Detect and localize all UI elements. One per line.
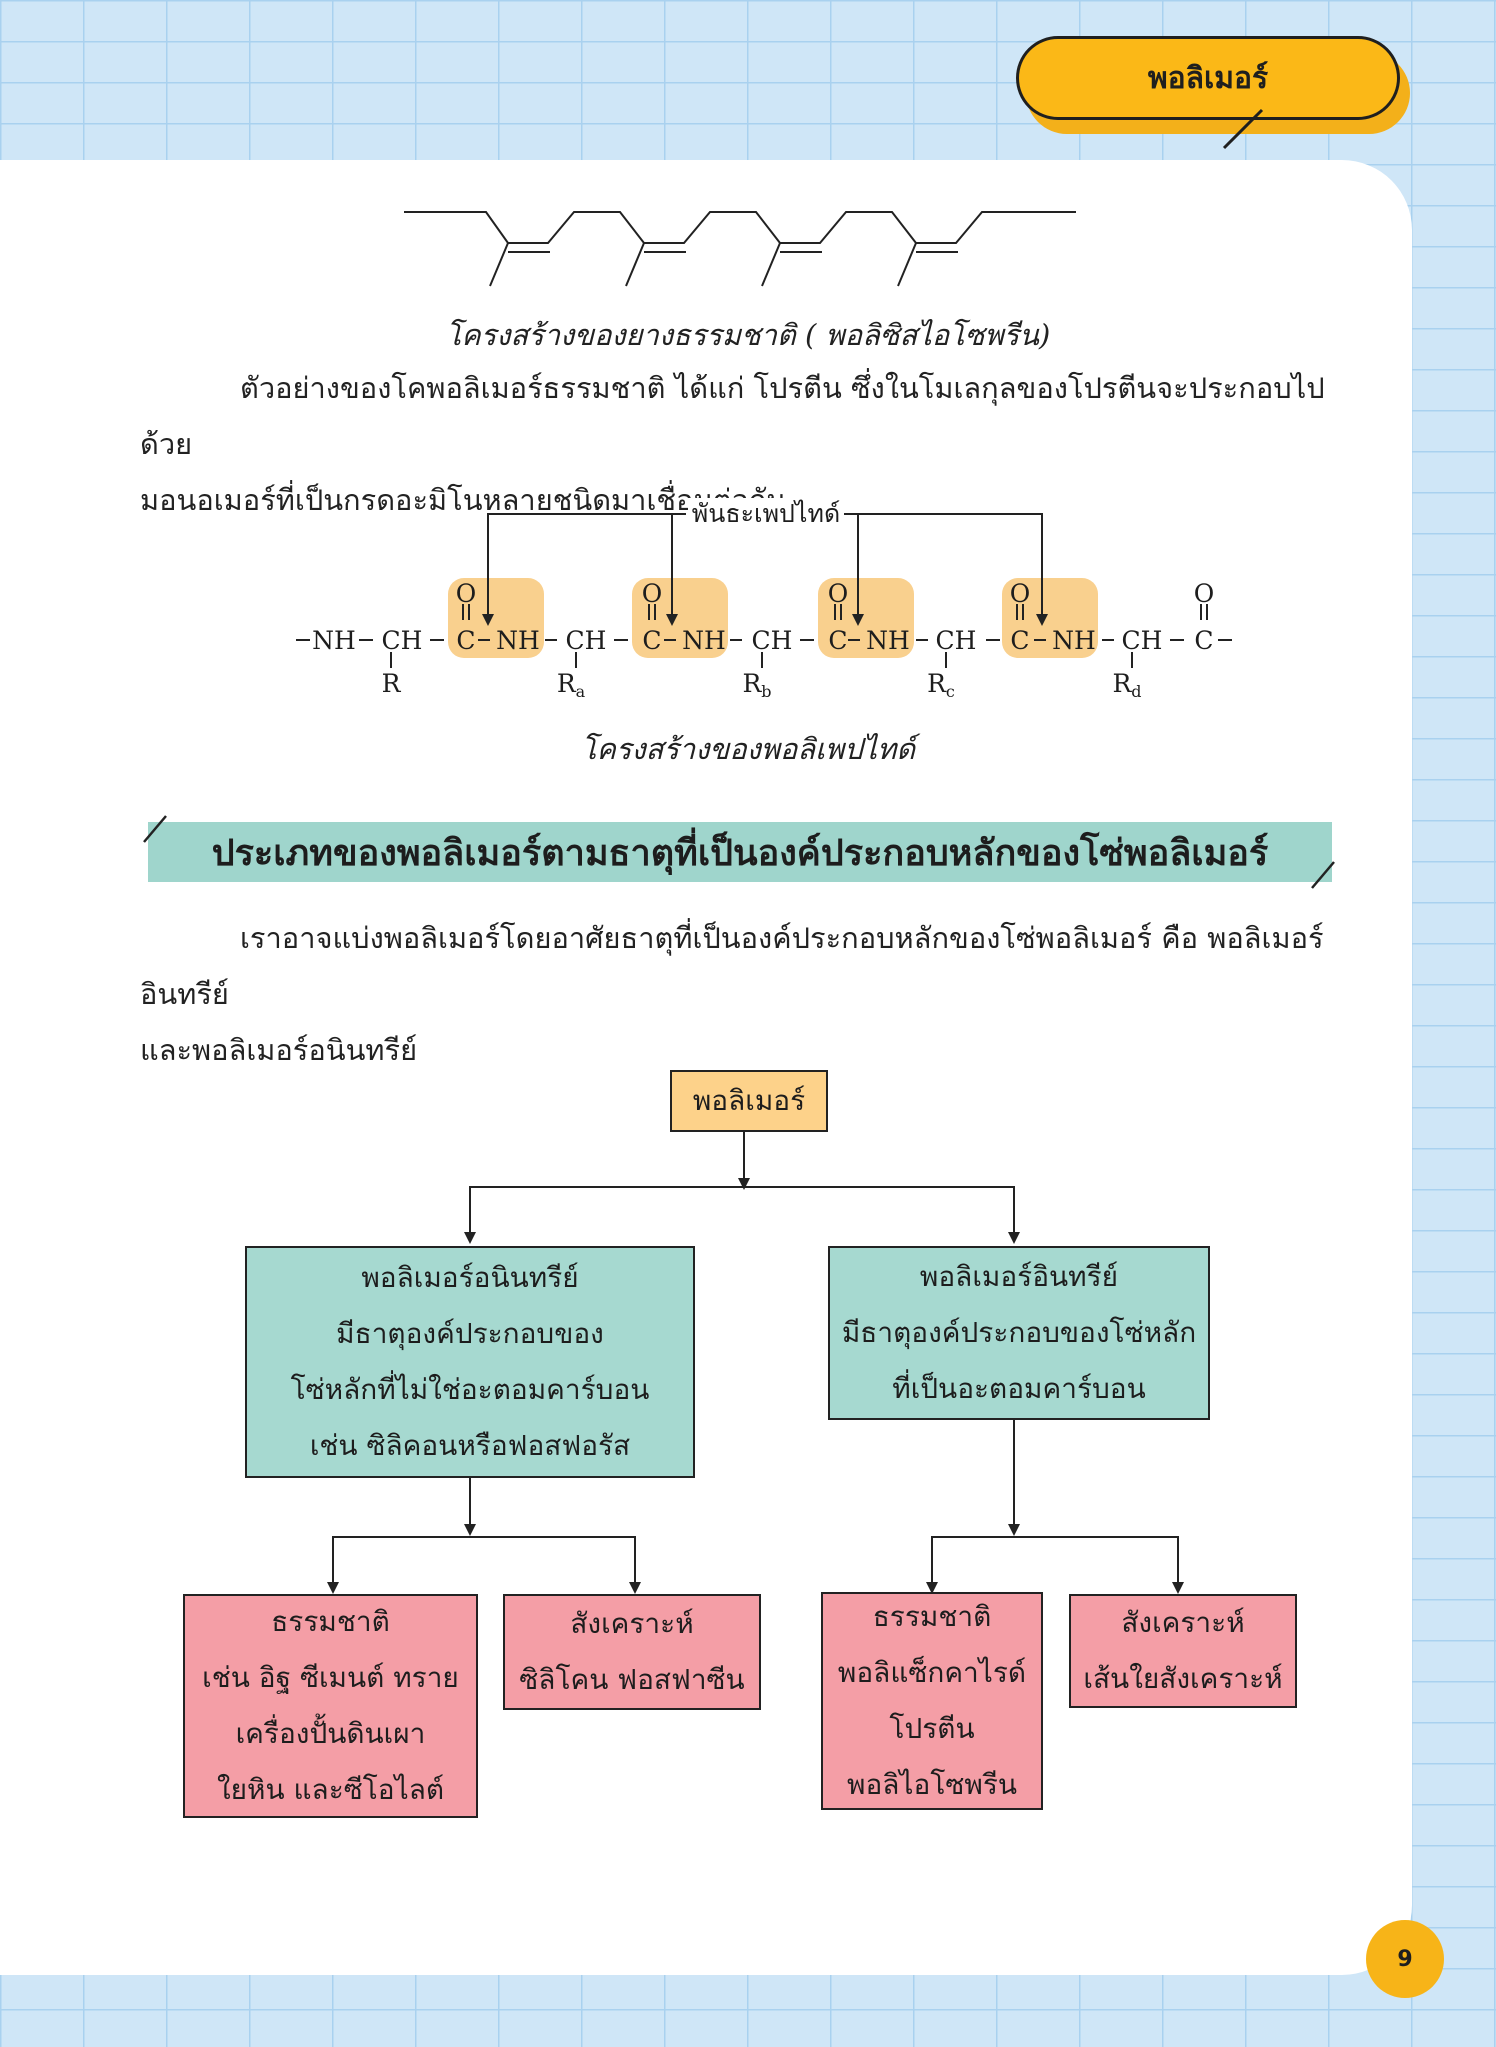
box-line: ธรรมชาติ [872,1600,992,1633]
diagram-inorganic-natural: ธรรมชาติ เช่น อิฐ ซีเมนต์ ทราย เครื่องปั… [183,1594,478,1818]
heading-bar [148,822,1332,882]
box-line: ใยหิน และซีโอไลต์ [216,1773,445,1806]
atom-ch: CH [936,626,977,655]
atom-o: O [828,579,849,608]
peptide-bond-highlight [632,578,728,658]
atom-ch: CH [382,626,423,655]
atom-ch: CH [1122,626,1163,655]
box-line: มีธาตุองค์ประกอบของโซ่หลัก [841,1316,1197,1349]
side-chain-rd: Rd [1112,669,1141,701]
box-line: พอลิเมอร์ [692,1084,806,1117]
chapter-tag: พอลิเมอร์ [1016,36,1400,120]
bond-arrows [487,513,1043,618]
atom-nh: NH [496,626,540,655]
peptide-bond-highlights [448,578,1098,658]
atom-o: O [1194,579,1215,608]
atom-nh: NH [1052,626,1096,655]
box-line: พอลิเมอร์อนินทรีย์ [361,1261,579,1294]
box-line: สังเคราะห์ [570,1607,694,1640]
diagram-root-polymer: พอลิเมอร์ [670,1070,828,1132]
paragraph-line: และพอลิเมอร์อนินทรีย์ [140,1033,418,1067]
paragraph-polymer-types: เราอาจแบ่งพอลิเมอร์โดยอาศัยธาตุที่เป็นอง… [140,910,1340,1078]
box-line: เครื่องปั้นดินเผา [235,1717,426,1750]
side-chain-r: R [382,669,402,698]
chain-atoms: NH CH C O NH CH C O NH CH C O NH CH C O … [312,579,1214,701]
box-line: ธรรมชาติ [271,1605,390,1638]
atom-ch: CH [566,626,607,655]
atom-ch: CH [752,626,793,655]
box-line: พอลิเมอร์อินทรีย์ [919,1260,1119,1293]
peptide-bond-highlight [448,578,544,658]
page-number: 9 [1366,1920,1444,1998]
section-heading: ประเภทของพอลิเมอร์ตามธาตุที่เป็นองค์ประก… [211,832,1269,874]
atom-nh: NH [312,626,356,655]
polypeptide-caption: โครงสร้างของพอลิเพปไทด์ [580,732,916,766]
peptide-bond-highlight [1002,578,1098,658]
diagram-organic-synthetic: สังเคราะห์ เส้นใยสังเคราะห์ [1069,1594,1297,1708]
atom-o: O [642,579,663,608]
diagram-inorganic-synthetic: สังเคราะห์ ซิลิโคน ฟอสฟาซีน [503,1594,761,1710]
box-line: โปรตีน [889,1712,975,1745]
atom-nh: NH [682,626,726,655]
box-line: โซ่หลักที่ไม่ใช่อะตอมคาร์บอน [290,1373,650,1406]
paragraph-line: ตัวอย่างของโคพอลิเมอร์ธรรมชาติ ได้แก่ โป… [140,371,1325,461]
box-line: เส้นใยสังเคราะห์ [1083,1662,1283,1695]
atom-nh: NH [866,626,910,655]
box-line: เช่น ซิลิคอนหรือฟอสฟอรัส [309,1429,631,1462]
atom-c: C [1010,626,1029,655]
paragraph-copolymer: ตัวอย่างของโคพอลิเมอร์ธรรมชาติ ได้แก่ โป… [140,360,1340,528]
box-line: พอลิไอโซพรีน [846,1768,1017,1801]
atom-o: O [1010,579,1031,608]
peptide-bond-label: พันธะเพปไทด์ [692,499,840,528]
peptide-bond-highlight [818,578,914,658]
side-chain-rb: Rb [742,669,771,701]
diagram-organic-polymer: พอลิเมอร์อินทรีย์ มีธาตุองค์ประกอบของโซ่… [828,1246,1210,1420]
atom-c: C [456,626,475,655]
side-chain-rc: Rc [927,669,955,701]
atom-c: C [1194,626,1213,655]
box-line: เช่น อิฐ ซีเมนต์ ทราย [202,1661,459,1694]
diagram-organic-natural: ธรรมชาติ พอลิแซ็กคาไรด์ โปรตีน พอลิไอโซพ… [821,1592,1043,1810]
arrow-heads [482,614,1048,626]
rubber-caption: โครงสร้างของยางธรรมชาติ ( พอลิซิสไอโซพรี… [445,318,1051,352]
paragraph-line: เราอาจแบ่งพอลิเมอร์โดยอาศัยธาตุที่เป็นอง… [140,921,1324,1011]
diagram-inorganic-polymer: พอลิเมอร์อนินทรีย์ มีธาตุองค์ประกอบของ โ… [245,1246,695,1478]
box-line: พอลิแซ็กคาไรด์ [837,1656,1027,1689]
box-line: มีธาตุองค์ประกอบของ [336,1317,604,1350]
box-line: ซิลิโคน ฟอสฟาซีน [519,1663,745,1696]
atom-c: C [828,626,847,655]
chain-bonds [296,604,1232,668]
atom-c: C [642,626,661,655]
box-line: สังเคราะห์ [1121,1606,1245,1639]
side-chain-ra: Ra [557,669,586,701]
atom-o: O [456,579,477,608]
box-line: ที่เป็นอะตอมคาร์บอน [892,1372,1146,1405]
paragraph-line: มอนอเมอร์ที่เป็นกรดอะมิโนหลายชนิดมาเชื่อ… [140,483,787,517]
